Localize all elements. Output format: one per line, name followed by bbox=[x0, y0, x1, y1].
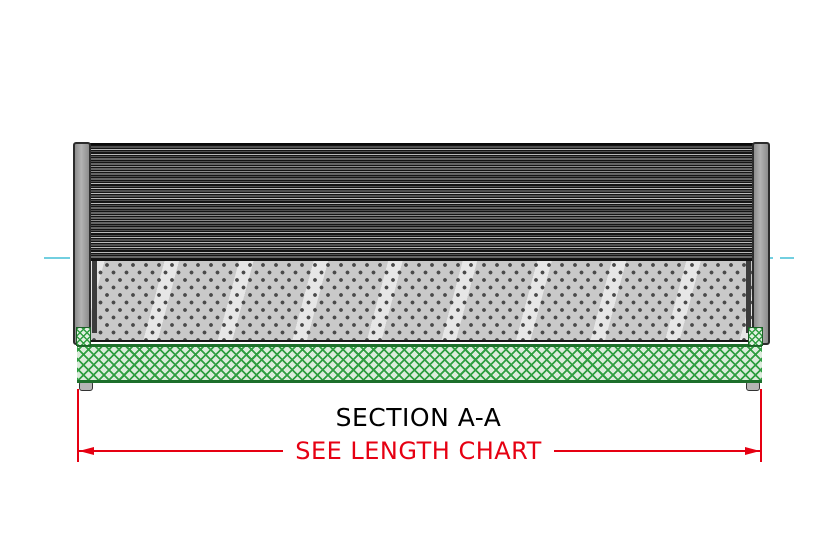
perforated-core-tube bbox=[90, 259, 753, 342]
mesh-seal-left bbox=[76, 327, 91, 346]
pleated-filter-media bbox=[90, 143, 753, 259]
support-mesh-band bbox=[77, 344, 762, 383]
dimension-arrow-right bbox=[745, 447, 760, 455]
end-cap-right bbox=[752, 142, 770, 345]
inner-wall-left bbox=[92, 261, 97, 333]
inner-wall-right bbox=[746, 261, 751, 333]
mesh-seal-right bbox=[748, 327, 763, 346]
dimension-arrow-left bbox=[79, 447, 94, 455]
section-title: SECTION A-A bbox=[0, 403, 837, 432]
extension-line-left bbox=[77, 389, 79, 462]
dimension-note: SEE LENGTH CHART bbox=[0, 437, 837, 465]
end-cap-left bbox=[73, 142, 91, 345]
dimension-note-text: SEE LENGTH CHART bbox=[283, 437, 554, 465]
section-title-text: SECTION A-A bbox=[335, 403, 502, 432]
extension-line-right bbox=[760, 389, 762, 462]
